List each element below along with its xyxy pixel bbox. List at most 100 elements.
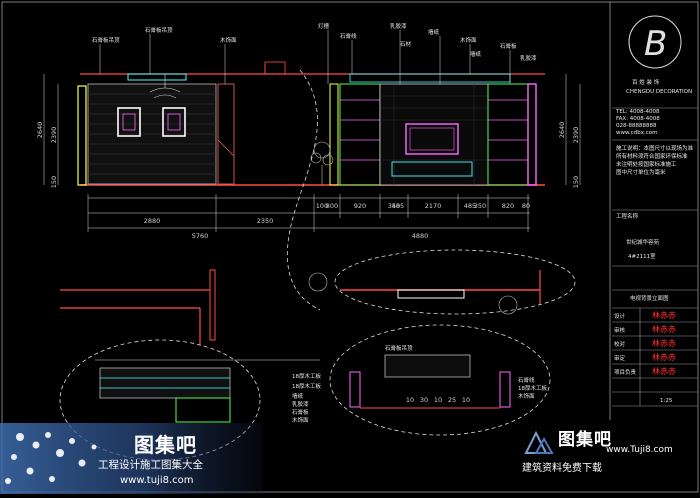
contact-line: FAX: 4008-4008 xyxy=(616,116,660,122)
signature-stamp: 林赤赤 xyxy=(652,324,676,334)
company-logo xyxy=(628,15,682,69)
scale-label: 1:25 xyxy=(660,398,673,404)
dimension-label: 5760 xyxy=(192,232,209,240)
dimension-label: 2880 xyxy=(144,217,161,225)
tv-screen xyxy=(405,123,459,155)
material-leader-label: 墙纸 xyxy=(470,50,482,58)
vertical-dimension: 2390 xyxy=(572,127,580,144)
material-leader-label: 木饰面 xyxy=(220,36,237,44)
material-leader-label: 墙纸 xyxy=(428,28,440,36)
contact-line: TEL: 4008-4008 xyxy=(615,109,660,115)
ceiling-light-slot xyxy=(127,73,187,81)
triangle-logo-icon xyxy=(524,430,554,454)
detail-dimension: 10 xyxy=(462,396,470,404)
dimension-label: 2350 xyxy=(257,217,274,225)
project-label: 工程名称 xyxy=(616,212,639,220)
stamp-label: 项目负责 xyxy=(614,368,637,376)
detail-dimension: 25 xyxy=(448,396,456,404)
contact-line: 028-88888888 xyxy=(616,123,657,129)
vertical-dimension: 2640 xyxy=(36,122,44,139)
drawing-name: 电视背景立面图 xyxy=(630,294,669,302)
signature-stamp: 林赤赤 xyxy=(652,366,676,376)
left-shelf-boards xyxy=(340,99,380,161)
vertical-dimension: 150 xyxy=(50,176,58,188)
door-frame xyxy=(217,83,235,185)
watermark-title: 图集吧 xyxy=(134,433,197,457)
watermark-subtitle: 工程设计施工图集大全 xyxy=(98,459,203,471)
detail-label: 木饰面 xyxy=(518,392,535,400)
watermark-left: 图集吧 工程设计施工图集大全 www.tuji8.com xyxy=(0,423,262,494)
detail-dimension: 10 xyxy=(434,396,442,404)
left-wall-edge xyxy=(77,85,87,186)
material-leader-label: 石膏线 xyxy=(340,32,357,40)
material-leader-label: 石膏板吊顶 xyxy=(92,36,120,44)
detail-label: 石膏板 xyxy=(292,408,309,416)
note-line: 未注明处按国家标准施工 xyxy=(616,160,677,168)
company-name: 百 姓 装 饰 xyxy=(632,78,660,86)
note-line: 所有材料须符合国家环保标准 xyxy=(616,152,688,160)
detail-label: 石膏线 xyxy=(518,376,535,384)
tv-ceiling-drop xyxy=(349,73,511,83)
dimension-label: 80 xyxy=(522,202,530,210)
signature-stamp: 林赤赤 xyxy=(652,352,676,362)
right-shelf xyxy=(487,83,529,186)
detail-dimension: 30 xyxy=(420,396,428,404)
section-cut-line xyxy=(286,69,321,311)
detail-label: 18厚木工板 xyxy=(518,384,547,392)
detail-label: 18厚木工板 xyxy=(292,372,321,380)
chandelier xyxy=(149,74,181,99)
detail-plant xyxy=(308,272,518,315)
left-shelf xyxy=(339,83,381,186)
stamp-label: 校对 xyxy=(614,340,626,348)
stamp-label: 审核 xyxy=(614,326,626,334)
wall-picture-right xyxy=(162,107,186,137)
top-leaders xyxy=(99,30,511,84)
tv-cabinet xyxy=(391,161,473,177)
title-block: B xyxy=(612,15,698,407)
dimension-label: 485 xyxy=(392,202,404,210)
watermark-url: www.tuji8.com xyxy=(120,475,194,486)
feature-wall-grid xyxy=(380,84,488,185)
detail-dimension: 10 xyxy=(406,396,414,404)
elevation-view xyxy=(43,30,581,311)
dimension-label: 920 xyxy=(354,202,366,210)
vertical-dimension: 2640 xyxy=(558,122,566,139)
contact-line: www.cdbx.com xyxy=(616,130,658,136)
material-leader-label: 石膏板 xyxy=(500,42,517,50)
detail-label: 石膏板吊顶 xyxy=(385,344,413,352)
detail-label: 墙纸 xyxy=(292,392,304,400)
note-line: 图中尺寸单位为毫米 xyxy=(616,168,666,176)
material-leader-label: 石材 xyxy=(400,40,412,48)
signature-stamp: 林赤赤 xyxy=(652,338,676,348)
watermark-right-url: www.Tuji8.com xyxy=(606,445,673,455)
vertical-dimension: 2390 xyxy=(50,127,58,144)
dimension-label: 820 xyxy=(502,202,514,210)
company-name-en: CHENGDU DECORATION xyxy=(626,89,692,95)
dimension-label: 800 xyxy=(326,202,338,210)
detail-views xyxy=(59,249,576,461)
stamp-label: 设计 xyxy=(614,312,626,320)
dimension-label: 4880 xyxy=(412,232,429,240)
watermark-right-title: 图集吧 xyxy=(558,430,612,450)
stamp-label: 审定 xyxy=(614,354,626,362)
dimension-label: 100 xyxy=(316,202,328,210)
detail-label: 木饰面 xyxy=(292,416,309,424)
material-leader-label: 乳胶漆 xyxy=(520,54,537,62)
material-leader-label: 灯槽 xyxy=(318,22,330,30)
detail-label: 乳胶漆 xyxy=(292,400,309,408)
material-leader-label: 石膏板吊顶 xyxy=(145,26,173,34)
dimension-label: 485 xyxy=(464,202,476,210)
vertical-dimension: 150 xyxy=(572,176,580,188)
flower-decoration-icon xyxy=(0,423,262,494)
left-wall-hatch xyxy=(88,93,216,175)
material-leader-label: 木饰面 xyxy=(460,36,477,44)
detail-callout-right xyxy=(329,324,551,436)
detail-ceiling-light xyxy=(397,289,465,299)
tv-feature-wall xyxy=(379,83,489,186)
dimension-label: 2170 xyxy=(425,202,442,210)
svg-text:B: B xyxy=(644,24,667,64)
